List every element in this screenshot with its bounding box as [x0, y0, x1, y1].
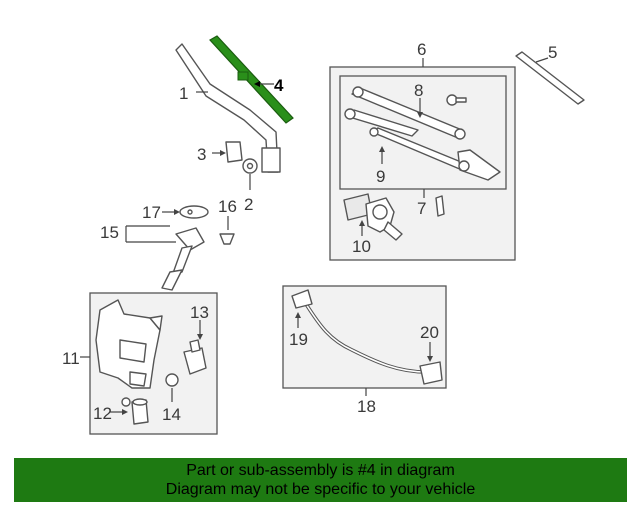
callout-1: 1	[179, 84, 188, 103]
callout-11: 11	[62, 349, 80, 368]
leader-4-arrow	[254, 81, 260, 87]
trim-strip[interactable]	[515, 51, 585, 105]
callout-20: 20	[420, 323, 439, 342]
leader-5	[535, 57, 549, 63]
wiper-arm[interactable]	[175, 43, 281, 173]
linkage-inner-box	[339, 75, 507, 190]
hose-connector-20[interactable]	[419, 361, 443, 385]
callout-7: 7	[417, 199, 426, 218]
callout-9: 9	[376, 167, 385, 186]
banner-line-2: Diagram may not be specific to your vehi…	[165, 481, 476, 498]
leader-12-arrow	[122, 409, 128, 415]
leader-20-arrow	[427, 356, 433, 362]
callout-13: 13	[190, 303, 209, 322]
clip-16[interactable]	[219, 233, 235, 245]
info-banner: Part or sub-assembly is #4 in diagram Di…	[14, 458, 627, 502]
arm-nut[interactable]	[242, 158, 258, 174]
callout-2: 2	[244, 195, 253, 214]
leader-8-arrow	[417, 112, 423, 118]
callout-6: 6	[417, 40, 426, 59]
leader-10-arrow	[359, 220, 365, 226]
arm-cap[interactable]	[225, 141, 243, 163]
washer-nozzle[interactable]	[161, 227, 205, 291]
wiper-motor[interactable]	[343, 193, 403, 241]
callout-10: 10	[352, 237, 371, 256]
pump-grommet[interactable]	[165, 373, 179, 387]
nozzle-gasket[interactable]	[179, 205, 209, 219]
callout-15: 15	[100, 223, 119, 242]
leader-17-arrow	[174, 209, 180, 215]
callout-19: 19	[289, 330, 308, 349]
leader-13-arrow	[197, 334, 203, 340]
callout-17: 17	[142, 203, 161, 222]
callout-3: 3	[197, 145, 206, 164]
leader-9-arrow	[379, 146, 385, 152]
callout-18: 18	[357, 397, 376, 416]
callout-12: 12	[93, 404, 112, 423]
leader-3-arrow	[220, 150, 226, 156]
wiper-blade-highlighted[interactable]	[209, 35, 294, 124]
callout-8: 8	[414, 81, 423, 100]
callout-16: 16	[218, 197, 237, 216]
motor-bolt[interactable]	[435, 195, 445, 217]
linkage-bolt[interactable]	[446, 94, 467, 106]
callout-4: 4	[274, 76, 284, 95]
washer-pump[interactable]	[183, 339, 207, 375]
hose-connector-19[interactable]	[291, 289, 313, 309]
washer-hose[interactable]	[304, 302, 428, 374]
reservoir-cap[interactable]	[131, 398, 149, 425]
reservoir-bolt[interactable]	[121, 397, 131, 407]
leader-19-arrow	[295, 312, 301, 318]
callout-14: 14	[162, 405, 181, 424]
washer-reservoir[interactable]	[95, 299, 163, 389]
banner-line-1: Part or sub-assembly is #4 in diagram	[186, 462, 455, 479]
callout-5: 5	[548, 43, 557, 62]
linkage-assembly[interactable]	[344, 86, 501, 181]
